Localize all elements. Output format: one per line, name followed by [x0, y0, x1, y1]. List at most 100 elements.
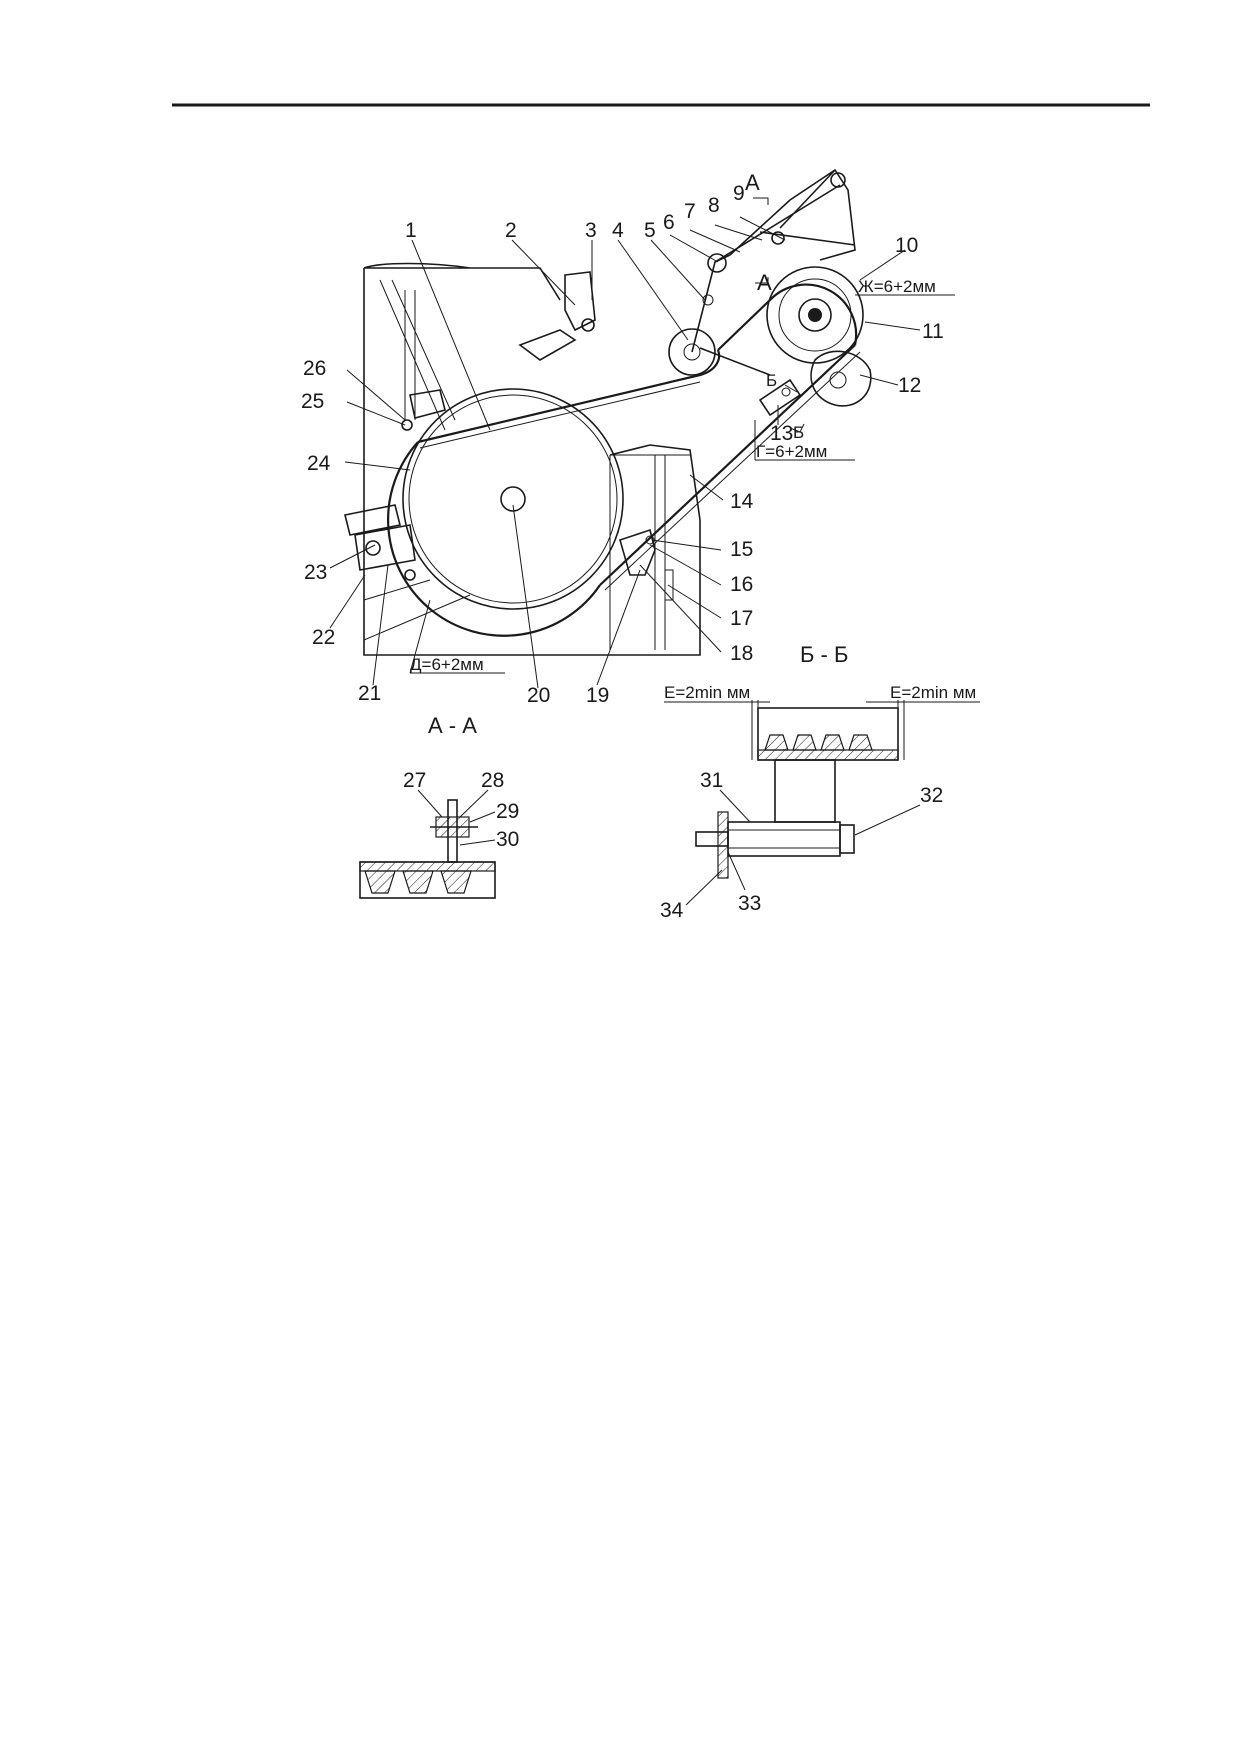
drive-pulley	[766, 266, 864, 364]
callout-25: 25	[301, 390, 324, 413]
drive-pulley-inner	[778, 278, 852, 352]
mount-bolt-top	[581, 318, 595, 332]
callout-15: 15	[730, 538, 753, 561]
guide-plate	[664, 569, 674, 601]
dim-zh: Ж=6+2мм	[858, 277, 936, 296]
aa-belt-top-hatch	[359, 861, 496, 872]
tensioner-bolt	[702, 294, 714, 306]
callout-10: 10	[895, 234, 918, 257]
callout-21: 21	[358, 682, 381, 705]
drum-pulley-rim	[408, 394, 618, 604]
mark-b-low: Б	[793, 423, 804, 442]
title-section-aa: А - А	[428, 713, 477, 738]
callout-24: 24	[307, 452, 331, 475]
aa-belt-ribs	[364, 870, 472, 894]
title-section-bb: Б - Б	[800, 642, 848, 667]
drive-pulley-center	[808, 308, 822, 322]
callout-11: 11	[922, 320, 944, 343]
callout-3: 3	[585, 219, 597, 242]
aa-leaders	[417, 789, 496, 846]
callout-23: 23	[304, 561, 327, 584]
callout-26: 26	[303, 357, 326, 380]
bb-wall	[717, 811, 729, 879]
callout-12: 12	[898, 374, 921, 397]
callout-17: 17	[730, 607, 753, 630]
drive-pulley-hub	[798, 298, 832, 332]
callout-4: 4	[612, 219, 624, 242]
tension-bracket	[758, 378, 802, 417]
left-bolt-lower-2	[404, 569, 416, 581]
bb-bolt-head	[839, 824, 855, 854]
callout-31: 31	[700, 769, 723, 792]
dim-d: Д=6+2мм	[410, 655, 484, 674]
callout-30: 30	[496, 828, 519, 851]
dimension-labels: Ж=6+2мм Г=6+2мм Д=6+2мм Е=2min мм Е=2min…	[410, 277, 976, 702]
bb-sleeve	[727, 821, 841, 857]
frame-panel-left	[379, 279, 456, 431]
callout-13: 13	[770, 422, 793, 445]
drum-pulley	[402, 388, 624, 610]
callout-7: 7	[684, 200, 696, 223]
section-titles: А - А Б - Б	[428, 642, 848, 738]
dim-e-left: Е=2min мм	[664, 683, 750, 702]
belt-around-pulley	[717, 283, 858, 351]
section-cut-b	[784, 384, 805, 433]
left-bracket-lower	[344, 504, 416, 571]
idler-pulley	[668, 328, 716, 376]
callout-20: 20	[527, 684, 550, 707]
belt-wrap	[387, 441, 601, 637]
callout-8: 8	[708, 194, 720, 217]
bb-belt-hatch	[757, 749, 899, 761]
tension-bolt	[781, 387, 791, 397]
dim-e-right: Е=2min мм	[890, 683, 976, 702]
section-marks: А А Б Б	[745, 170, 804, 442]
bb-leaders	[685, 789, 921, 906]
callout-5: 5	[644, 219, 656, 242]
section-aa-view	[359, 789, 496, 899]
main-view	[329, 168, 955, 689]
section-bb-view	[664, 700, 980, 906]
belt-upper-inner	[419, 381, 701, 449]
callout-32: 32	[920, 784, 943, 807]
bb-clearance-left	[751, 700, 759, 760]
bracket-pivot-top	[830, 172, 846, 188]
left-bolt-upper	[401, 419, 413, 431]
tensioner-pivot	[707, 253, 727, 273]
callout-9: 9	[733, 182, 745, 205]
bb-column	[774, 759, 836, 823]
idler-pulley-hub	[683, 343, 701, 361]
mark-a-top: А	[745, 170, 760, 195]
belt-upper	[417, 349, 721, 444]
mark-a-mid: А	[757, 270, 772, 295]
callout-27: 27	[403, 769, 426, 792]
callout-34: 34	[660, 899, 684, 922]
mount-bracket-top	[518, 271, 596, 361]
callout-14: 14	[730, 490, 754, 513]
belt-guide	[619, 528, 656, 576]
section-cut-a	[753, 197, 769, 284]
bb-belt-ribs	[764, 734, 873, 751]
callout-33: 33	[738, 892, 761, 915]
bracket-bolt	[771, 231, 785, 245]
dim-g: Г=6+2мм	[756, 442, 827, 461]
callout-labels: 1 2 3 4 5 6 7 8 9 10 11 12 13 14 15 16 1…	[301, 182, 944, 922]
callout-29: 29	[496, 800, 519, 823]
spring-bracket	[729, 168, 856, 261]
callout-6: 6	[663, 211, 675, 234]
motor-body	[810, 350, 872, 407]
left-bracket-upper	[409, 389, 446, 419]
bb-clearance-right	[897, 700, 905, 760]
callout-2: 2	[505, 219, 517, 242]
dim-d-leader	[409, 599, 431, 674]
belt-lower-inner	[604, 351, 861, 591]
frame-brace	[363, 579, 471, 641]
mark-b-mid: Б	[766, 371, 777, 390]
drum-hub	[500, 486, 526, 512]
callout-22: 22	[312, 626, 335, 649]
belt-lower	[599, 344, 856, 586]
callout-16: 16	[730, 573, 753, 596]
left-bolt-lower	[365, 540, 381, 556]
callout-28: 28	[481, 769, 504, 792]
